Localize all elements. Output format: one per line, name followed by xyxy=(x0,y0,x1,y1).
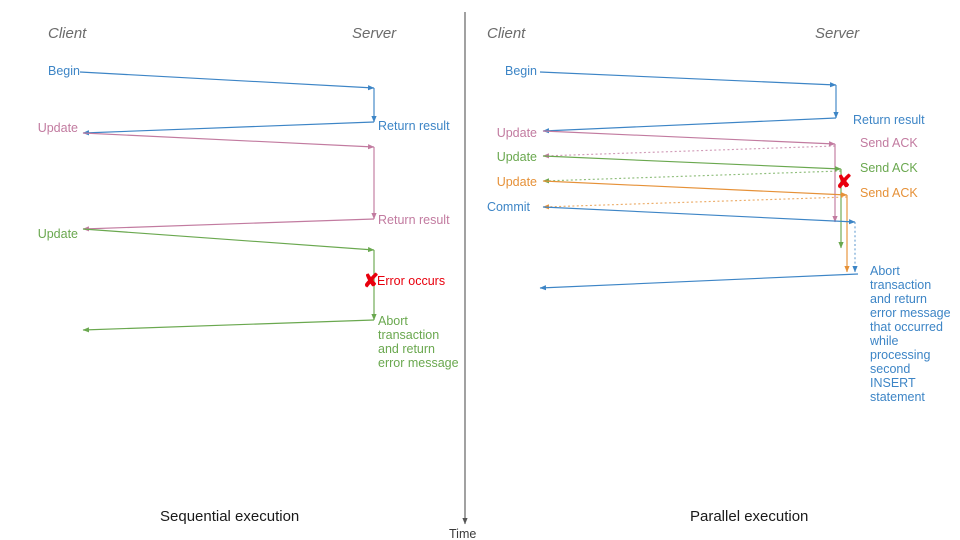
lane-header-client-parallel: Client xyxy=(487,25,526,42)
server-message-label: Return result xyxy=(378,213,450,227)
arrow-update2-ack-parallel xyxy=(542,170,842,184)
arrow-commit-request-parallel xyxy=(542,206,856,225)
abort-message-line: that occurred xyxy=(870,320,943,334)
client-message-label: Update xyxy=(38,121,78,135)
abort-message-line: INSERT xyxy=(870,376,916,390)
arrow-update1-request-sequential xyxy=(82,132,375,150)
arrow-update1-ack-parallel xyxy=(542,145,836,159)
abort-message-line: error message xyxy=(870,306,951,320)
abort-message-line: error message xyxy=(378,356,459,370)
error-x-icon: ✘ xyxy=(363,271,379,292)
panel-caption-parallel: Parallel execution xyxy=(690,508,808,525)
arrow-update3-request-parallel xyxy=(542,180,848,198)
client-message-label: Update xyxy=(497,126,537,140)
arrow-update2-request-sequential xyxy=(82,228,375,253)
error-occurs-label: Error occurs xyxy=(377,274,445,288)
client-message-label: Update xyxy=(38,227,78,241)
arrow-begin-response-sequential xyxy=(82,121,375,136)
arrow-update2-request-parallel xyxy=(542,155,842,172)
panel-caption-sequential: Sequential execution xyxy=(160,508,299,525)
abort-message-line: processing xyxy=(870,348,930,362)
abort-message-line: statement xyxy=(870,390,925,404)
abort-message-line: and return xyxy=(870,292,927,306)
abort-message-line: second xyxy=(870,362,910,376)
abort-message-line: while xyxy=(869,334,899,348)
client-message-label: Commit xyxy=(487,200,531,214)
abort-message-line: Abort xyxy=(870,264,900,278)
server-message-label: Return result xyxy=(378,119,450,133)
arrow-begin-request-parallel xyxy=(539,71,837,88)
arrow-begin-response-parallel xyxy=(542,117,837,134)
client-message-label: Begin xyxy=(505,64,537,78)
server-message-label: Send ACK xyxy=(860,161,918,175)
abort-message-line: transaction xyxy=(378,328,439,342)
client-message-label: Update xyxy=(497,175,537,189)
abort-message-line: transaction xyxy=(870,278,931,292)
lane-header-server-parallel: Server xyxy=(815,25,860,42)
abort-message-line: and return xyxy=(378,342,435,356)
arrow-begin-request-sequential xyxy=(79,71,375,91)
arrow-update1-request-parallel xyxy=(542,130,836,147)
arrow-abort-response-parallel xyxy=(539,273,859,291)
arrow-update1-response-sequential xyxy=(82,218,375,232)
server-message-label: Send ACK xyxy=(860,186,918,200)
lane-header-server-sequential: Server xyxy=(352,25,397,42)
abort-message-line: Abort xyxy=(378,314,408,328)
server-message-label: Return result xyxy=(853,113,925,127)
lane-header-client-sequential: Client xyxy=(48,25,87,42)
arrow-abort-response-sequential xyxy=(82,319,375,333)
arrow-update3-ack-parallel xyxy=(542,196,848,210)
client-message-label: Update xyxy=(497,150,537,164)
server-message-label: Send ACK xyxy=(860,136,918,150)
time-axis-label: Time xyxy=(449,527,476,540)
client-message-label: Begin xyxy=(48,64,80,78)
error-x-icon: ✘ xyxy=(836,172,852,193)
